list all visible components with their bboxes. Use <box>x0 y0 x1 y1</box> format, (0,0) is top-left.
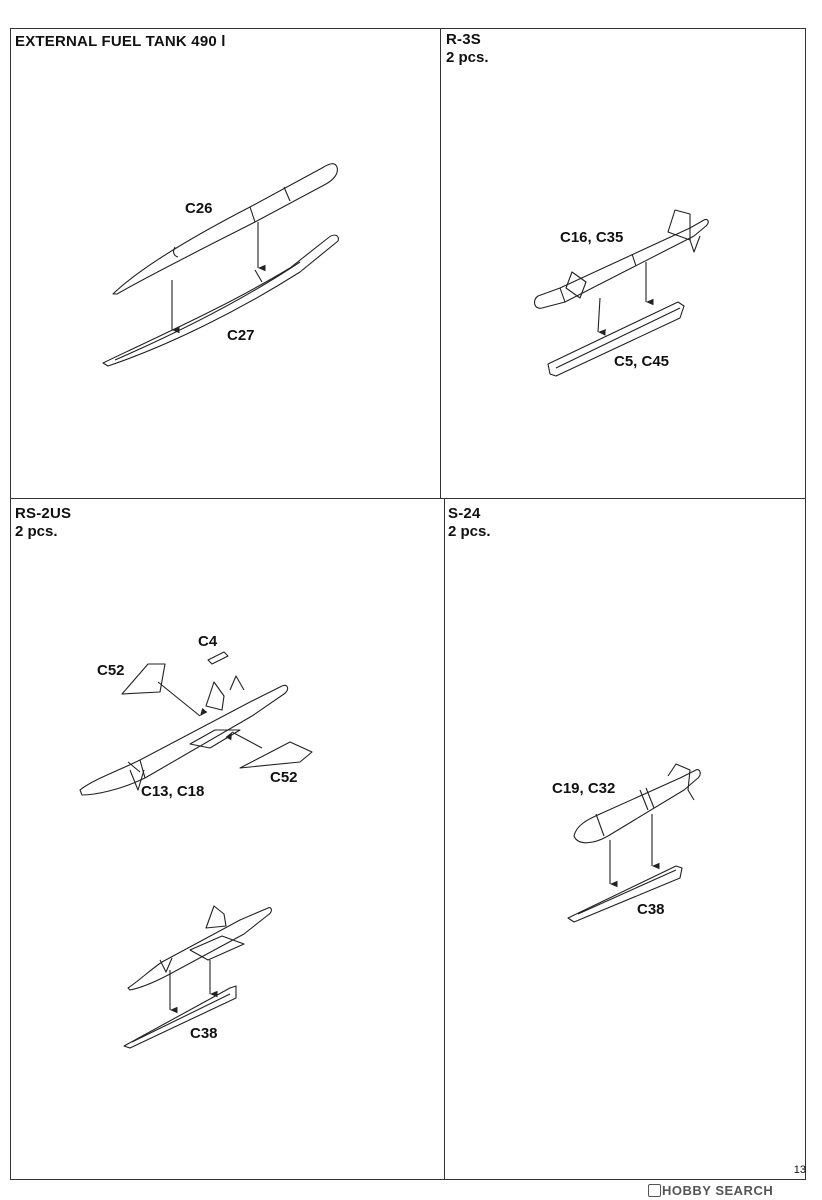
part-label-c5-c45: C5, C45 <box>614 353 670 370</box>
watermark-text: HOBBY SEARCH <box>662 1183 774 1198</box>
divider-horizontal <box>10 498 806 499</box>
s24-pylon-drawing <box>567 865 683 923</box>
part-label-c19-c32: C19, C32 <box>552 780 616 797</box>
section-qty-rs2us: 2 pcs. <box>15 523 58 540</box>
part-label-c38-s24: C38 <box>637 901 665 918</box>
arrow-rs2us-c52-left <box>157 681 208 717</box>
fuel-tank-pylon-drawing <box>102 234 339 367</box>
part-label-c26: C26 <box>185 200 213 217</box>
hobbysearch-logo-icon <box>648 1184 661 1197</box>
r3s-pylon-drawing <box>547 301 685 377</box>
page-number: 13 <box>793 1164 806 1176</box>
part-label-c4: C4 <box>198 633 218 650</box>
part-label-c16-c35: C16, C35 <box>560 229 624 246</box>
section-title-fuel-tank: EXTERNAL FUEL TANK 490 l <box>15 33 226 50</box>
s24-rocket-drawing <box>573 763 701 844</box>
section-qty-s24: 2 pcs. <box>448 523 491 540</box>
arrow-rs2us-c52-right <box>225 731 263 749</box>
arrow-r3s-1 <box>597 297 606 336</box>
section-qty-r3s: 2 pcs. <box>446 49 489 66</box>
part-label-c13-c18: C13, C18 <box>141 783 205 800</box>
divider-vertical-top <box>440 28 441 498</box>
rs2us-fin-right-drawing <box>239 741 313 769</box>
rs2us-c4-part-drawing <box>207 651 229 665</box>
divider-vertical-bottom <box>444 498 445 1180</box>
rs2us-assembled-drawing <box>127 905 272 991</box>
section-title-s24: S-24 <box>448 505 481 522</box>
rs2us-fin-left-drawing <box>121 663 166 695</box>
page-frame <box>10 28 806 1180</box>
part-label-c52-left: C52 <box>97 662 125 679</box>
part-label-c27: C27 <box>227 327 255 344</box>
section-title-rs2us: RS-2US <box>15 505 72 522</box>
rs2us-pylon-drawing <box>123 985 237 1049</box>
part-label-c52-right: C52 <box>270 769 298 786</box>
section-title-r3s: R-3S <box>446 31 481 48</box>
part-label-c38-rs2us: C38 <box>190 1025 218 1042</box>
r3s-missile-drawing <box>533 209 709 309</box>
fuel-tank-body-drawing <box>112 163 338 295</box>
rs2us-missile-drawing <box>79 675 289 796</box>
